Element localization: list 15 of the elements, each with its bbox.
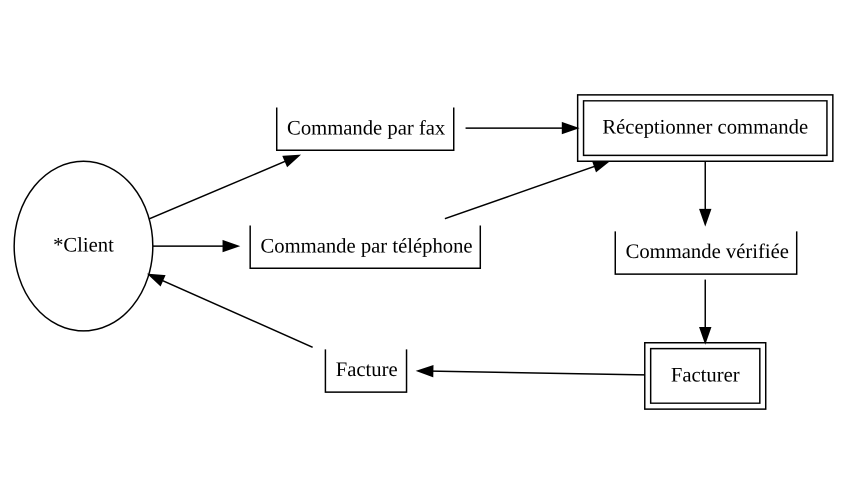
arrow — [466, 121, 580, 134]
arrow — [146, 273, 313, 348]
arrow — [699, 279, 712, 344]
arrow — [699, 161, 712, 226]
node-box: Facturer — [644, 341, 766, 410]
node-box: Réceptionner commande — [576, 94, 834, 162]
node-text: Commande par fax — [287, 116, 446, 139]
arrow — [444, 160, 611, 219]
node-text: Commande par téléphone — [260, 234, 473, 257]
arrow — [153, 239, 240, 252]
arrow — [149, 154, 302, 219]
node-ellipse: *Client — [13, 160, 154, 332]
node-text: Facture — [336, 358, 398, 381]
arrow — [416, 364, 645, 377]
node-text: Commande vérifiée — [626, 240, 789, 263]
